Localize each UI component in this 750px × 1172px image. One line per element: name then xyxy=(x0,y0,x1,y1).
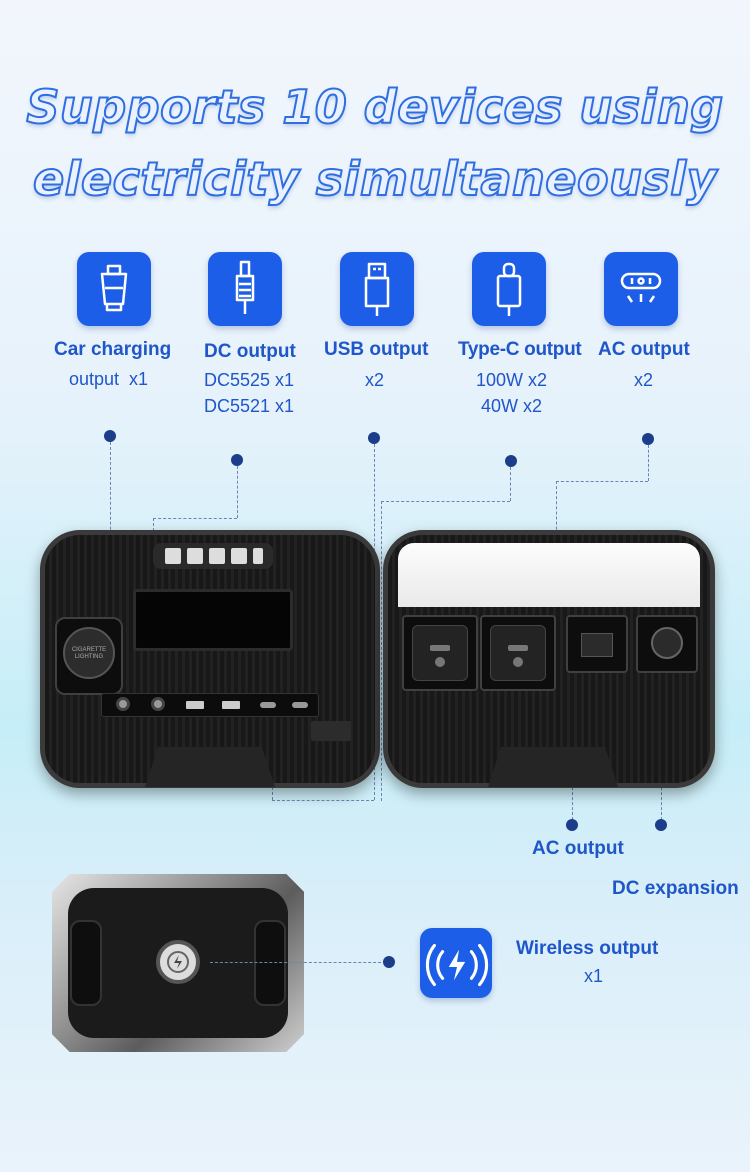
lcd-display xyxy=(133,589,293,651)
leader-dot-ac-output xyxy=(566,819,578,831)
feature-title-dc: DC output xyxy=(204,341,296,362)
dc5525-port xyxy=(116,697,130,711)
leader-line xyxy=(381,501,382,801)
feature-line-car-1: output x1 xyxy=(69,369,149,389)
leader-dot-dc xyxy=(231,454,243,466)
headline-line-2: electricity simultaneously xyxy=(32,151,717,207)
carry-handle-left xyxy=(145,747,275,787)
feature-line-ac-1: x2 xyxy=(634,370,654,390)
rubber-foot-left xyxy=(70,920,102,1006)
feature-line-dc-1: DC5525 x1 xyxy=(204,370,295,390)
control-button xyxy=(231,548,247,564)
feature-title-car: Car charging xyxy=(54,339,172,360)
control-button xyxy=(187,548,203,564)
power-station-bottom-view xyxy=(52,874,304,1052)
leader-line xyxy=(237,466,238,518)
leader-line xyxy=(556,481,648,482)
leader-line xyxy=(510,467,511,501)
leader-dot-usb xyxy=(368,432,380,444)
headline-line-1: Supports 10 devices using xyxy=(25,79,724,135)
usb-port-2 xyxy=(222,701,240,709)
leader-line xyxy=(153,518,237,519)
leader-line xyxy=(381,501,510,502)
wireless-title: Wireless output xyxy=(516,938,659,959)
control-button xyxy=(165,548,181,564)
feature-line-usb-1: x2 xyxy=(365,370,385,390)
dc5521-port xyxy=(151,697,165,711)
dc-plug-icon xyxy=(208,252,282,326)
type-c-plug-icon xyxy=(472,252,546,326)
rubber-foot-right xyxy=(254,920,286,1006)
carry-handle-right xyxy=(488,747,618,787)
leader-dot-dc-expansion xyxy=(655,819,667,831)
feature-line-dc-2: DC5521 x1 xyxy=(204,396,295,416)
leader-dot-car xyxy=(104,430,116,442)
ac-plug-icon xyxy=(604,252,678,326)
leader-dot-typec xyxy=(505,455,517,467)
cigarette-lighter-label: CIGARETTE LIGHTING xyxy=(71,647,107,660)
usb-plug-icon xyxy=(340,252,414,326)
ac-input-port xyxy=(566,615,628,673)
wireless-charging-pad-icon xyxy=(167,951,189,973)
car-charger-icon xyxy=(77,252,151,326)
feature-title-ac: AC output xyxy=(598,339,690,360)
output-port-strip xyxy=(101,693,319,717)
leader-dot-ac xyxy=(642,433,654,445)
feature-title-typec: Type-C output xyxy=(458,339,582,360)
leader-line xyxy=(648,445,649,481)
power-station-left-panel: CIGARETTE LIGHTING xyxy=(40,530,380,788)
cigarette-lighter-socket: CIGARETTE LIGHTING xyxy=(55,617,123,695)
control-button xyxy=(209,548,225,564)
wireless-count: x1 xyxy=(584,966,604,986)
control-button xyxy=(253,548,263,564)
ac-outlet-2 xyxy=(480,615,556,691)
type-c-port-2 xyxy=(292,702,308,708)
usb-port-1 xyxy=(186,701,204,709)
led-light-panel xyxy=(398,543,700,607)
power-station-right-panel xyxy=(383,530,715,788)
dc-expansion-label: DC expansion xyxy=(612,878,739,899)
wireless-charging-pad xyxy=(156,940,200,984)
feature-line-typec-2: 40W x2 xyxy=(481,396,543,416)
feature-line-typec-1: 100W x2 xyxy=(476,370,548,390)
ac-output-label: AC output xyxy=(532,838,624,859)
button-strip xyxy=(153,543,273,569)
wireless-charging-icon xyxy=(420,928,492,998)
dc-expansion-port xyxy=(636,615,698,673)
ac-outlet-1 xyxy=(402,615,478,691)
type-label-sticker xyxy=(311,721,351,741)
leader-line xyxy=(272,800,374,801)
type-c-port-1 xyxy=(260,702,276,708)
leader-line xyxy=(210,962,386,963)
feature-title-usb: USB output xyxy=(324,339,429,360)
leader-dot-wireless xyxy=(383,956,395,968)
